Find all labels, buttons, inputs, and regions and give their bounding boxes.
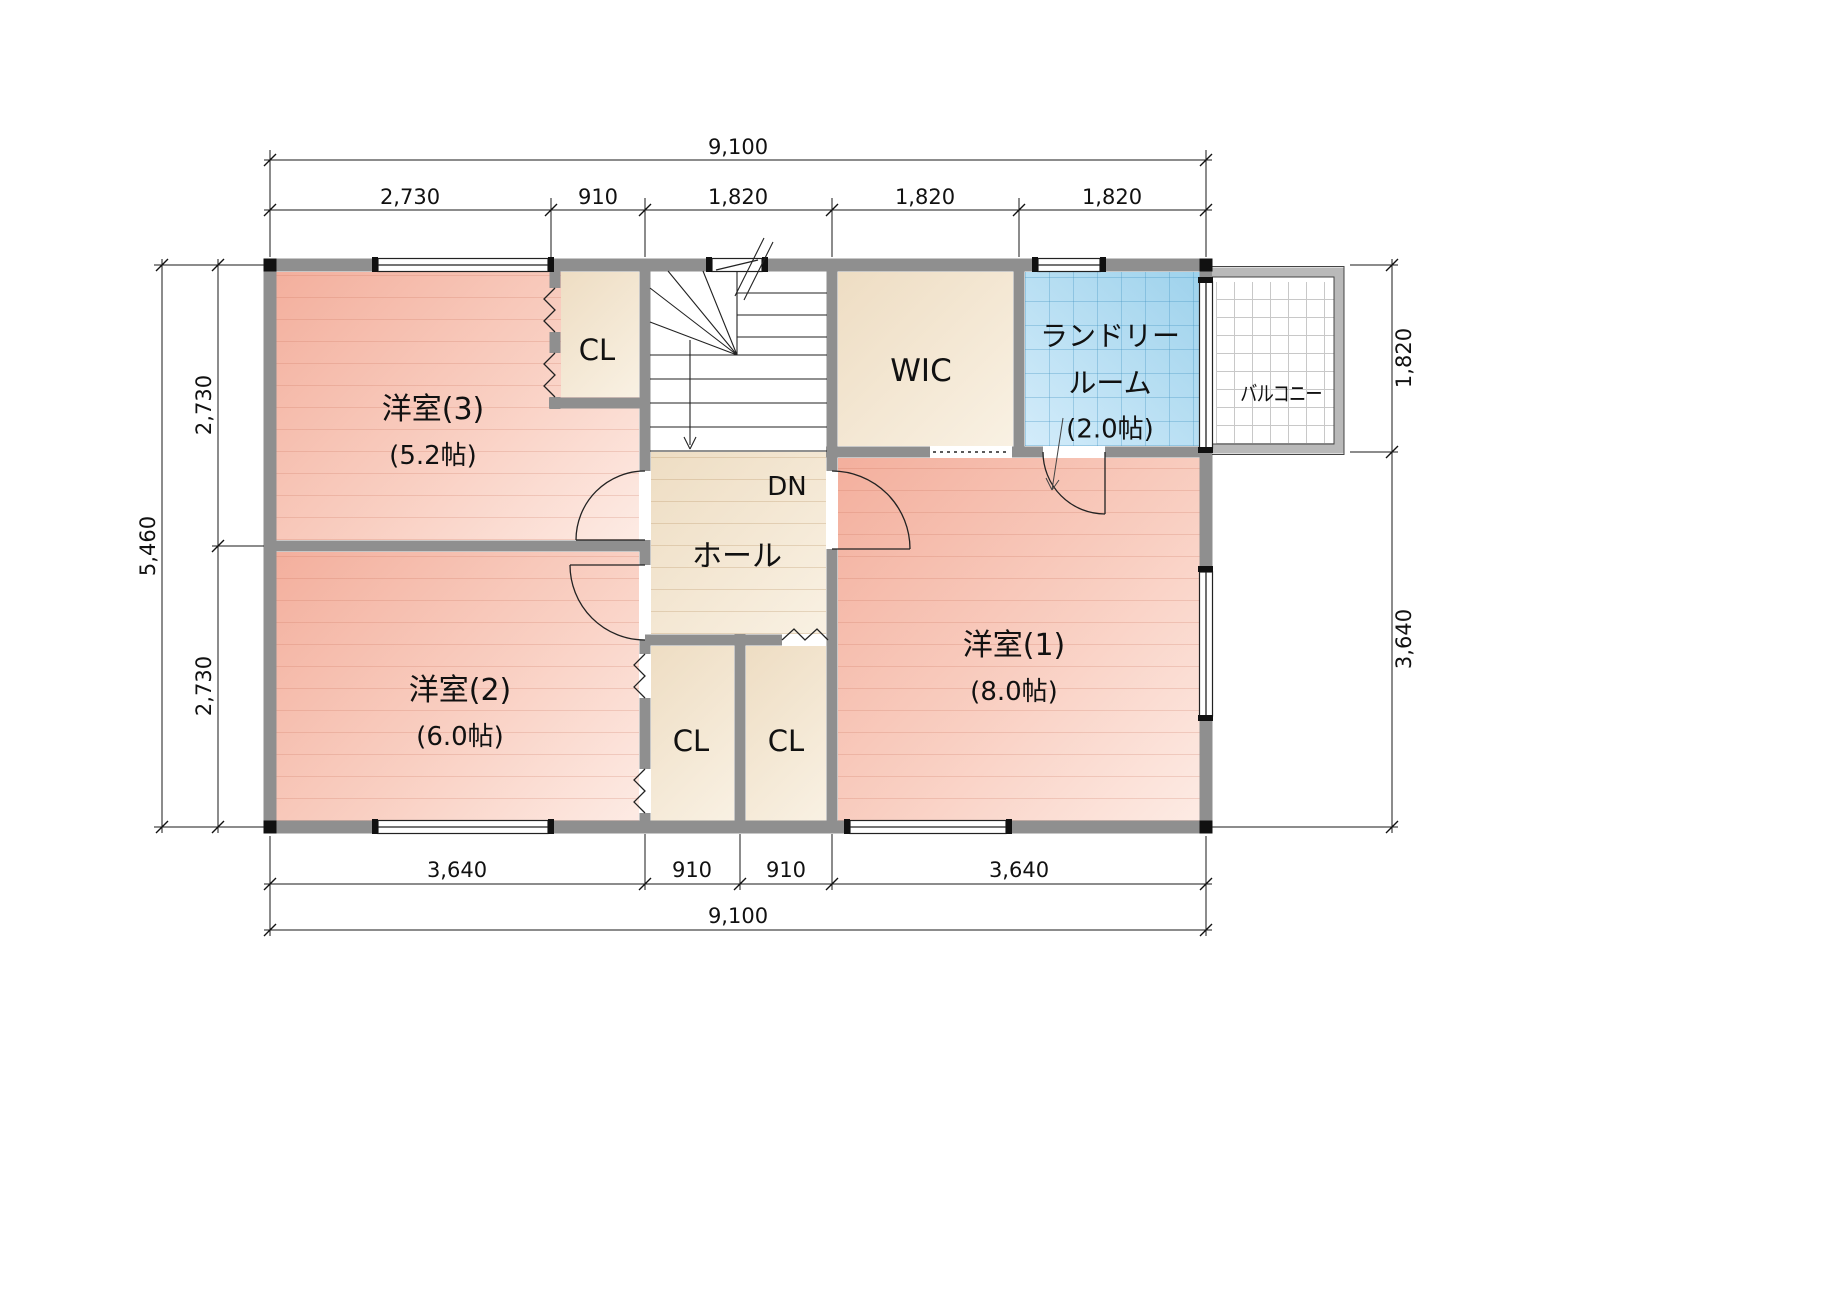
- closet-bottom-right-floor: [746, 646, 826, 821]
- room1-area: (8.0帖): [970, 677, 1058, 707]
- dim-left-seg-2: 2,730: [192, 655, 216, 717]
- balcony-floor: [1216, 282, 1334, 444]
- dim-bottom-seg-4: 3,640: [988, 858, 1050, 882]
- room1-name: 洋室(1): [962, 628, 1066, 663]
- room3-name: 洋室(3): [381, 392, 485, 427]
- closet-bottom-left-floor: [651, 646, 734, 821]
- stairs-down-arrow: [683, 340, 697, 450]
- dim-bottom-seg-2: 910: [671, 858, 713, 882]
- room1-label: 洋室(1) (8.0帖): [963, 623, 1066, 715]
- dim-top-seg-5: 1,820: [1081, 185, 1143, 209]
- dim-left-total: 5,460: [136, 515, 160, 577]
- stairs-down-label: DN: [767, 472, 807, 502]
- dim-bottom-total: 9,100: [707, 904, 769, 928]
- wic-floor: [838, 272, 1013, 446]
- room2-floor: [276, 552, 639, 821]
- dim-right-seg-2: 3,640: [1392, 608, 1416, 670]
- dim-bottom-seg-1: 3,640: [426, 858, 488, 882]
- dim-right-seg-1: 1,820: [1392, 327, 1416, 389]
- hall-floor: [651, 452, 826, 634]
- closet-top-label: CL: [578, 333, 616, 367]
- laundry-floor: [1025, 272, 1200, 446]
- room3-label: 洋室(3) (5.2帖): [382, 387, 485, 479]
- dim-top-seg-1: 2,730: [379, 185, 441, 209]
- laundry-area: (2.0帖): [1066, 414, 1154, 445]
- door-arcs: [569, 417, 1106, 641]
- dim-top-total: 9,100: [707, 135, 769, 159]
- hall-label: ホール: [692, 539, 782, 574]
- closet-bottom-left-label: CL: [672, 724, 710, 758]
- stairs-break-line: [734, 237, 774, 301]
- dim-left-seg-1: 2,730: [192, 374, 216, 436]
- windows: [263, 257, 1214, 835]
- folding-doors: [543, 287, 829, 814]
- dim-top-seg-2: 910: [577, 185, 619, 209]
- balcony-walls: [1212, 266, 1345, 455]
- laundry-label: ランドリー ルーム (2.0帖): [1040, 313, 1180, 454]
- wic-label: WIC: [890, 353, 952, 389]
- room2-label: 洋室(2) (6.0帖): [409, 668, 512, 760]
- laundry-name-line2: ルーム: [1068, 366, 1152, 400]
- dim-top-seg-3: 1,820: [707, 185, 769, 209]
- closet-bottom-right-label: CL: [767, 724, 805, 758]
- dimension-lines: [154, 150, 1399, 937]
- dim-top-seg-4: 1,820: [894, 185, 956, 209]
- balcony-label: バルコニー: [1240, 382, 1322, 406]
- room2-area: (6.0帖): [416, 722, 504, 752]
- room3-area: (5.2帖): [389, 441, 477, 471]
- closet-top-floor: [561, 272, 639, 397]
- room1-floor: [838, 458, 1200, 821]
- stairs: [649, 237, 827, 452]
- dim-bottom-seg-3: 910: [765, 858, 807, 882]
- laundry-name-line1: ランドリー: [1039, 319, 1181, 353]
- room2-name: 洋室(2): [408, 673, 512, 708]
